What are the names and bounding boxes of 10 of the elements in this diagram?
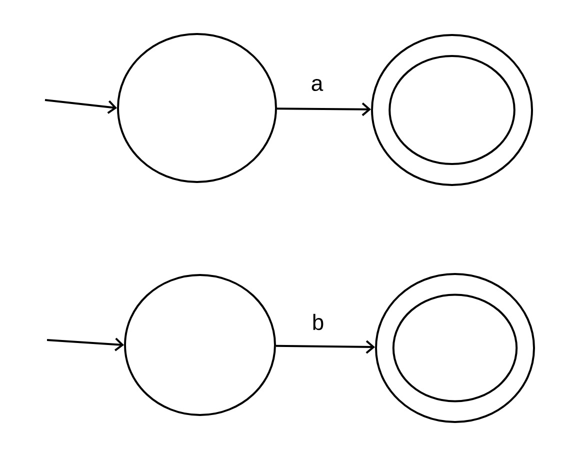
edge-label: a: [312, 78, 324, 92]
state-circle: [117, 33, 277, 183]
accept-state-circle: [375, 273, 535, 423]
state-circle: [124, 274, 276, 416]
arrow: [44, 99, 117, 114]
edge-label: b: [313, 314, 324, 330]
arrow: [46, 338, 124, 352]
arrow: [276, 340, 376, 354]
accept-state-circle: [371, 34, 533, 186]
arrow: [276, 102, 372, 116]
